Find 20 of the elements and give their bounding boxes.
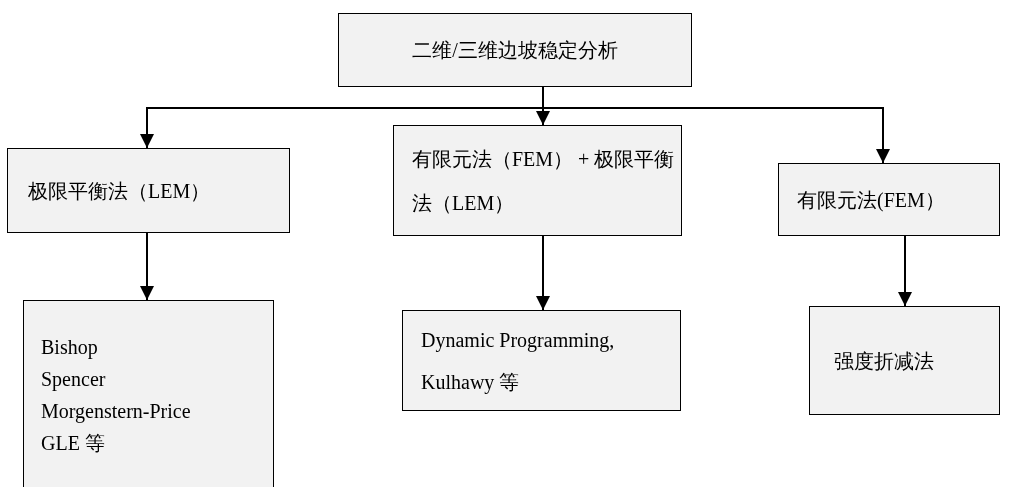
process-box [778,163,1000,236]
box-text: Morgenstern-Price [41,399,192,425]
process-box [338,13,692,87]
box-text: 极限平衡法（LEM） [28,178,212,204]
box-text: 有限元法(FEM） [797,187,946,213]
process-box [402,310,681,411]
arrow [536,235,550,311]
process-box [809,306,1000,415]
process-box [393,125,682,236]
box-text: Bishop [41,335,99,361]
box-text: Spencer [41,367,107,393]
arrow [140,232,154,301]
process-box [7,148,290,233]
process-box [23,300,274,487]
box-text: 二维/三维边坡稳定分析 [411,38,619,63]
box-text: 强度折减法 [834,348,935,374]
arrow [898,235,912,307]
box-text: GLE 等 [41,431,106,456]
box-text: 有限元法（FEM） + 极限平衡法（LEM） [412,146,676,216]
box-text: Dynamic Programming, Kulhawy 等 [421,327,616,396]
